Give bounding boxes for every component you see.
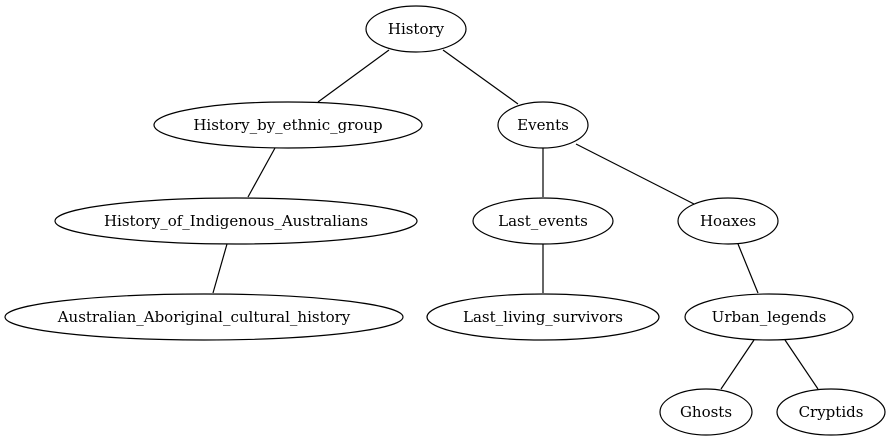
edge-history-of-indigenous-australians-australian-aboriginal-cultural-history (212, 243, 228, 294)
node-label-history-of-indigenous-australians: History_of_Indigenous_Australians (104, 212, 368, 230)
node-label-hoaxes: Hoaxes (700, 212, 756, 230)
node-history: History (365, 5, 467, 53)
edge-urban-legends-ghosts (720, 339, 755, 390)
edge-urban-legends-cryptids (784, 339, 819, 390)
edges (212, 49, 819, 390)
node-cryptids: Cryptids (776, 388, 886, 436)
node-label-australian-aboriginal-cultural-history: Australian_Aboriginal_cultural_history (57, 308, 351, 326)
node-history-by-ethnic-group: History_by_ethnic_group (153, 101, 423, 149)
node-events: Events (497, 101, 589, 149)
edge-history-by-ethnic-group-history-of-indigenous-australians (247, 147, 276, 198)
node-label-cryptids: Cryptids (799, 403, 864, 421)
node-ghosts: Ghosts (659, 388, 753, 436)
node-australian-aboriginal-cultural-history: Australian_Aboriginal_cultural_history (4, 293, 404, 341)
node-last-events: Last_events (472, 197, 614, 245)
node-label-history: History (388, 20, 445, 38)
edge-events-hoaxes (575, 143, 695, 205)
node-urban-legends: Urban_legends (684, 293, 854, 341)
node-history-of-indigenous-australians: History_of_Indigenous_Australians (54, 197, 418, 245)
edge-hoaxes-urban-legends (737, 243, 759, 294)
node-hoaxes: Hoaxes (677, 197, 779, 245)
edge-history-history-by-ethnic-group (317, 49, 390, 103)
node-label-events: Events (517, 116, 569, 134)
node-last-living-survivors: Last_living_survivors (426, 293, 660, 341)
edge-history-events (442, 49, 519, 105)
node-label-history-by-ethnic-group: History_by_ethnic_group (193, 116, 382, 134)
node-label-ghosts: Ghosts (680, 403, 732, 421)
node-label-last-living-survivors: Last_living_survivors (463, 308, 623, 326)
node-label-last-events: Last_events (498, 212, 588, 230)
node-label-urban-legends: Urban_legends (712, 308, 827, 326)
